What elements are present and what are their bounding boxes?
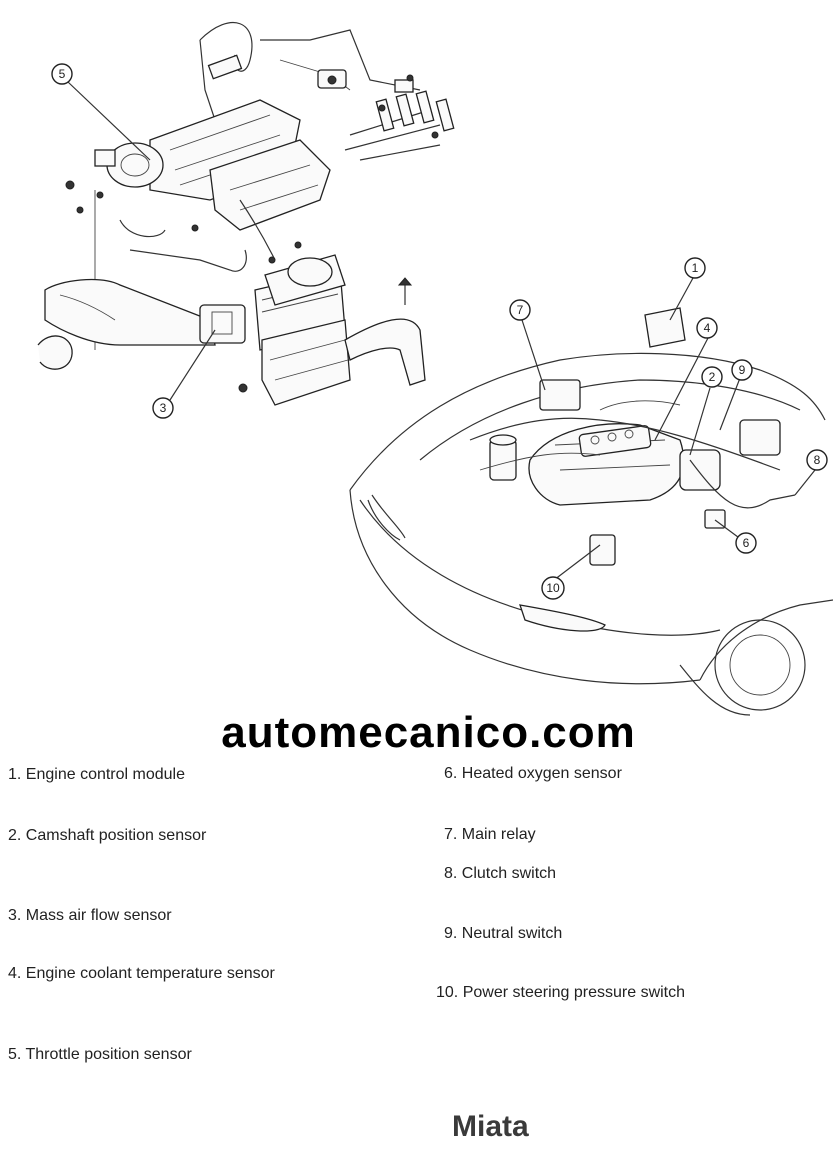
callout-7: 7 [509, 299, 531, 321]
svg-text:5: 5 [59, 67, 66, 81]
air-intake-assembly [37, 190, 426, 406]
callout-8: 8 [806, 449, 828, 471]
callout-5: 5 [51, 63, 73, 85]
watermark-text: automecanico.com [221, 708, 636, 757]
legend-number: 3. [8, 907, 22, 924]
legend-item: 2. Camshaft position sensor [8, 827, 206, 845]
callout-3: 3 [152, 397, 174, 419]
legend-number: 2. [8, 827, 22, 844]
intake-manifold-exploded-view [65, 22, 455, 272]
svg-text:3: 3 [160, 401, 167, 415]
legend-label: Neutral switch [461, 925, 563, 942]
car-front-view [349, 307, 833, 716]
legend-number: 9. [444, 925, 458, 942]
callout-2: 2 [701, 366, 723, 388]
legend-item: 4. Engine coolant temperature sensor [8, 965, 275, 983]
legend-number: 6. [444, 765, 458, 782]
svg-text:7: 7 [517, 303, 524, 317]
callout-1: 1 [684, 257, 706, 279]
legend-label: Mass air flow sensor [25, 907, 172, 924]
legend-number: 7. [444, 826, 458, 843]
legend-item: 8. Clutch switch [444, 865, 556, 883]
callout-4: 4 [696, 317, 718, 339]
engine-diagram: 5 3 1 7 4 2 9 8 6 10 [37, 22, 833, 716]
legend-item: 1. Engine control module [8, 766, 185, 784]
svg-text:9: 9 [739, 363, 746, 377]
legend-label: Heated oxygen sensor [461, 765, 622, 782]
svg-text:6: 6 [743, 536, 750, 550]
callout-10: 10 [541, 576, 565, 600]
svg-text:4: 4 [704, 321, 711, 335]
svg-text:10: 10 [546, 581, 560, 595]
svg-text:8: 8 [814, 453, 821, 467]
legend-item: 7. Main relay [444, 826, 536, 844]
legend-item: 3. Mass air flow sensor [8, 907, 172, 925]
legend-number: 8. [444, 865, 458, 882]
legend-label: Camshaft position sensor [25, 827, 207, 844]
legend-number: 4. [8, 965, 22, 982]
legend-number: 10. [436, 984, 459, 1001]
legend-number: 1. [8, 766, 22, 783]
legend-item: 5. Throttle position sensor [8, 1046, 192, 1064]
legend-item: 6. Heated oxygen sensor [444, 765, 622, 783]
legend-label: Engine control module [25, 766, 186, 783]
footer-title: Miata [452, 1110, 529, 1143]
svg-text:1: 1 [692, 261, 699, 275]
legend-number: 5. [8, 1046, 22, 1063]
legend-label: Throttle position sensor [25, 1046, 192, 1063]
legend-item: 10. Power steering pressure switch [436, 984, 685, 1002]
svg-text:2: 2 [709, 370, 716, 384]
legend-label: Main relay [461, 826, 536, 843]
legend-label: Engine coolant temperature sensor [25, 965, 275, 982]
legend-label: Clutch switch [461, 865, 557, 882]
leader-lines [67, 81, 816, 581]
legend-item: 9. Neutral switch [444, 925, 562, 943]
legend-label: Power steering pressure switch [462, 984, 686, 1001]
callout-6: 6 [735, 532, 757, 554]
callout-9: 9 [731, 359, 753, 381]
